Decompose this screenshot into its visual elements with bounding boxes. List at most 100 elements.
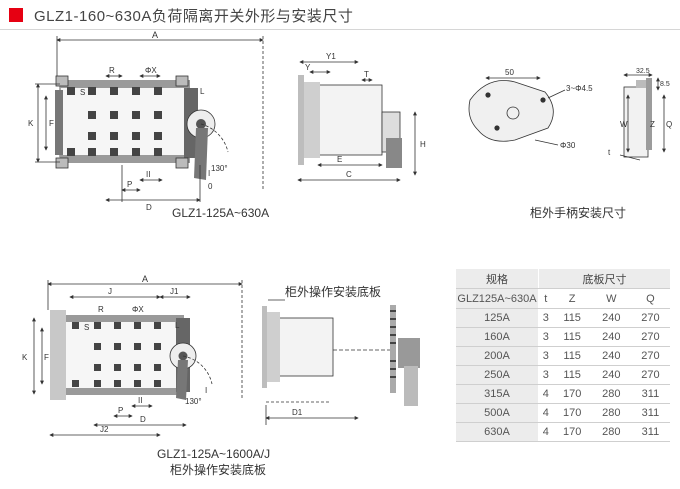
dim-label-32-5: 32.5 [636,68,650,75]
dim-label-z: Z [650,120,655,129]
dim-label-w: W [620,120,628,129]
table-cell-q: 270 [630,365,670,385]
table-cell-t: 3 [538,308,553,328]
dim-label-phix: ΦX [145,66,157,75]
dim-label-8-5: 8.5 [660,81,670,88]
table-row: 500A 4 170 280 311 [456,403,670,423]
table-cell-w: 280 [591,403,631,423]
dim-label-q: Q [666,120,672,129]
caption-bottom-left-1: GLZ1-125A~1600A/J [157,447,270,461]
table-cell-z: 115 [552,308,592,328]
dim-label-e: E [337,155,342,164]
table-cell-q: 270 [630,327,670,347]
table-cell-z: 170 [552,403,592,423]
table-cell-t: 4 [538,403,553,423]
dim-label-angle-2: 130° [185,397,202,406]
table-row: 160A 3 115 240 270 [456,327,670,347]
table-cell-w: 240 [591,365,631,385]
dim-label-f: F [49,119,54,128]
table-cell-spec: 160A [456,327,539,347]
table-cell-q: 311 [630,422,670,442]
dim-label-phix-2: ΦX [132,305,144,314]
table-cell-spec: 200A [456,346,539,366]
dim-label-ii-2: II [138,396,142,405]
dim-label-i: I [208,169,210,178]
handle-mount-drawing [468,73,666,161]
table-header-baseplate: 底板尺寸 [538,269,670,289]
dim-label-r-2: R [98,305,104,314]
dim-label-y: Y [305,63,311,72]
dim-label-a-2: A [142,274,148,284]
table-cell-t: 4 [538,384,553,404]
table-cell-z: 170 [552,384,592,404]
dim-label-angle: 130° [211,164,228,173]
table-cell-spec: 630A [456,422,539,442]
dim-label-k: K [28,119,34,128]
dim-label-phi30: Φ30 [560,141,576,150]
front-view-drawing [35,36,264,202]
caption-top-right: 柜外手柄安装尺寸 [530,205,626,220]
table-cell-spec: 315A [456,384,539,404]
dim-label-s: S [80,88,85,97]
caption-top-left: GLZ1-125A~630A [172,206,269,220]
dim-label-hole: 3~Φ4.5 [566,84,593,93]
side-view-drawing [297,60,417,182]
table-cell-z: 115 [552,346,592,366]
table-cell-q: 270 [630,308,670,328]
dim-label-t-small: t [608,148,611,157]
dim-label-h: H [420,140,426,149]
side-view-ext-drawing [262,299,420,425]
table-header-spec: 规格 [456,269,539,289]
dim-label-k-2: K [22,353,28,362]
dim-label-s-2: S [84,323,89,332]
caption-bottom-left-2: 柜外操作安装底板 [170,462,266,477]
table-subheader-model: GLZ125A~630A [456,288,539,309]
dim-label-ii: II [146,170,150,179]
table-cell-z: 115 [552,327,592,347]
table-cell-w: 240 [591,308,631,328]
table-cell-w: 280 [591,422,631,442]
table-row: 125A 3 115 240 270 [456,308,670,328]
dim-label-r: R [109,66,115,75]
page-title: GLZ1-160~630A负荷隔离开关外形与安装尺寸 [34,8,354,25]
table-cell-q: 311 [630,403,670,423]
dim-label-a: A [152,30,158,40]
table-subheader-t: t [538,288,553,309]
table-cell-t: 3 [538,327,553,347]
table-cell-spec: 500A [456,403,539,423]
table-cell-q: 311 [630,384,670,404]
dim-label-f-2: F [44,353,49,362]
dim-label-l-2: L [175,321,180,330]
dim-label-j2: J2 [100,425,109,434]
table-cell-t: 3 [538,346,553,366]
table-row: 315A 4 170 280 311 [456,384,670,404]
table-cell-z: 115 [552,365,592,385]
table-cell-w: 240 [591,346,631,366]
table-cell-spec: 250A [456,365,539,385]
dim-label-j1: J1 [170,287,179,296]
dim-label-50: 50 [505,68,514,77]
table-subheader-w: W [591,288,631,309]
dim-label-c: C [346,170,352,179]
table-cell-q: 270 [630,346,670,366]
header-divider [0,29,680,30]
dim-label-p: P [127,180,132,189]
table-row: 250A 3 115 240 270 [456,365,670,385]
table-cell-t: 4 [538,422,553,442]
dim-label-d: D [146,203,152,212]
table-row: 630A 4 170 280 311 [456,422,670,442]
dim-label-p-2: P [118,406,123,415]
table-cell-w: 280 [591,384,631,404]
dim-label-l: L [200,87,205,96]
dim-label-d1: D1 [292,408,303,417]
dim-label-y1: Y1 [326,52,336,61]
table-cell-spec: 125A [456,308,539,328]
table-subheader-q: Q [630,288,670,309]
table-header-row: 规格 底板尺寸 [456,269,670,289]
table-subheader-z: Z [552,288,592,309]
baseplate-spec-table: 规格 底板尺寸 GLZ125A~630A t Z W Q 125A 3 115 … [456,269,670,442]
table-subheader-row: GLZ125A~630A t Z W Q [456,288,670,309]
front-view-ext-drawing [32,280,243,437]
table-cell-z: 170 [552,422,592,442]
